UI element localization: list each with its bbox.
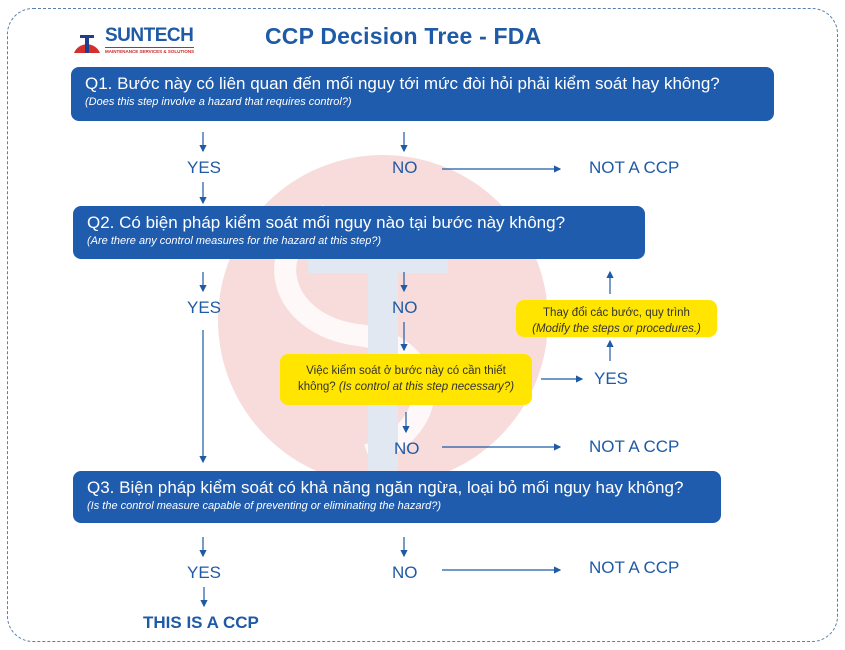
q1-not-ccp: NOT A CCP: [589, 158, 680, 177]
q1-yes: YES: [187, 158, 222, 177]
q3-yes: YES: [187, 563, 222, 582]
q1-no: NO: [392, 158, 418, 177]
q2-question: Q2. Có biện pháp kiểm soát mối nguy nào …: [87, 213, 566, 232]
q2-yes: YES: [187, 298, 222, 317]
q3-box: Q3. Biện pháp kiểm soát có khả năng ngăn…: [73, 471, 721, 523]
q3-question: Q3. Biện pháp kiểm soát có khả năng ngăn…: [87, 478, 684, 497]
q1-question: Q1. Bước này có liên quan đến mối nguy t…: [85, 74, 720, 93]
necessary-en: (Is control at this step necessary?): [338, 381, 515, 393]
modify-en: (Modify the steps or procedures.): [532, 323, 701, 335]
logo-tagline: MAINTENANCE SERVICES & SOLUTIONS: [105, 47, 195, 54]
necessary-question-box: Việc kiểm soát ở bước này có cần thiết k…: [280, 354, 532, 405]
necessary-not-ccp: NOT A CCP: [589, 437, 680, 456]
q3-not-ccp: NOT A CCP: [589, 558, 680, 577]
necessary-no: NO: [394, 439, 420, 458]
q3-translation: (Is the control measure capable of preve…: [87, 500, 442, 512]
logo-mark-icon: [74, 35, 100, 53]
q2-translation: (Are there any control measures for the …: [87, 235, 382, 247]
modify-steps-box: Thay đổi các bước, quy trình (Modify the…: [516, 300, 717, 337]
this-is-ccp: THIS IS A CCP: [143, 613, 259, 632]
watermark-logo-icon: [218, 155, 548, 485]
q1-translation: (Does this step involve a hazard that re…: [85, 96, 352, 108]
q1-box: Q1. Bước này có liên quan đến mối nguy t…: [71, 67, 774, 121]
necessary-vi: Việc kiểm soát ở bước này có cần thiết k…: [297, 365, 506, 393]
page-title: CCP Decision Tree - FDA: [265, 23, 542, 49]
dashed-frame: [7, 8, 838, 642]
suntech-logo: SUNTECH MAINTENANCE SERVICES & SOLUTIONS: [72, 25, 195, 55]
q2-no: NO: [392, 298, 418, 317]
modify-vi: Thay đổi các bước, quy trình: [543, 307, 690, 319]
necessary-yes: YES: [594, 369, 629, 388]
q2-box: Q2. Có biện pháp kiểm soát mối nguy nào …: [73, 206, 645, 259]
logo-name: SUNTECH: [105, 25, 194, 46]
q3-no: NO: [392, 563, 418, 582]
